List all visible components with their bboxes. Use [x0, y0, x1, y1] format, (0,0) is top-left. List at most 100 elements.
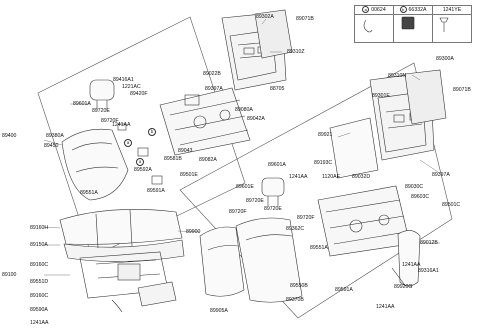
left-assembly-frame	[37, 16, 246, 258]
part-label: 89043	[178, 148, 193, 154]
seatback-panel-right	[404, 69, 447, 125]
part-label: 1241AA	[112, 122, 131, 128]
part-label: 89150A	[30, 242, 48, 248]
legend-tag-b: b	[399, 6, 407, 14]
part-label: 89022B	[203, 71, 221, 77]
part-label: 89397A	[432, 172, 450, 178]
part-label: 89300A	[436, 56, 454, 62]
backrest-cushion-right	[199, 217, 303, 303]
part-label: 89030C	[405, 184, 424, 190]
part-label: 89082A	[199, 157, 217, 163]
part-label: 89080A	[235, 107, 253, 113]
part-label: 89551D	[30, 279, 49, 285]
part-label: 89071B	[453, 87, 471, 93]
part-label: 89601A	[73, 101, 91, 107]
grommet-icon	[401, 16, 415, 30]
part-label: 89720E	[246, 198, 264, 204]
backrest-cushion-left	[61, 128, 129, 201]
legend-code-a: 00624	[371, 7, 386, 13]
part-label: 89551A	[310, 245, 328, 251]
part-label: 89551A	[80, 190, 98, 196]
part-label: 89603C	[411, 194, 430, 200]
part-label: 89310Z	[287, 49, 305, 55]
part-label: 89900	[186, 229, 201, 235]
part-label: 89591A	[147, 188, 165, 194]
part-label: 89920G	[394, 284, 413, 290]
screw-icon	[439, 17, 449, 32]
leader-lines	[43, 18, 440, 276]
part-label: 89160C	[30, 262, 49, 268]
part-label: 89592A	[134, 167, 152, 173]
part-label: 89416A1	[113, 77, 134, 83]
callout-b: b	[148, 128, 156, 136]
part-label: 89316A1	[418, 268, 439, 274]
recliner-mechanism-left	[159, 87, 251, 156]
part-label: 89420F	[130, 91, 148, 97]
part-label: 1221AC	[122, 84, 141, 90]
part-label: 89450	[44, 143, 59, 149]
part-label: 89550B	[290, 283, 308, 289]
part-label: 89012B	[420, 240, 438, 246]
wire-harness	[111, 299, 123, 313]
cushion-frame-left	[79, 251, 169, 299]
part-label: 89370B	[286, 297, 304, 303]
seatback-board-right	[329, 117, 379, 179]
headrest-right	[261, 177, 285, 206]
cover-part	[137, 147, 149, 157]
seat-cushion-left	[59, 209, 185, 262]
clip-icon	[363, 19, 373, 33]
recliner-mechanism-right	[317, 185, 411, 257]
part-label: 89160C	[30, 293, 49, 299]
legend-cell-c: 1241YE	[433, 6, 471, 42]
legend-code-b: 66332A	[408, 7, 427, 13]
part-label: 1241AA	[376, 304, 395, 310]
part-label: 89193C	[314, 160, 333, 166]
part-label: 1120AE	[322, 174, 341, 180]
part-label: 89160H	[30, 225, 49, 231]
part-label: 89720E	[92, 108, 110, 114]
part-label: 89310N	[388, 73, 407, 79]
part-label: 89921	[318, 132, 333, 138]
part-label: 89362C	[286, 226, 305, 232]
part-label: 89591A	[335, 287, 353, 293]
part-label: 88705	[270, 86, 285, 92]
part-label: 89100	[2, 272, 17, 278]
side-armrest-right	[397, 230, 421, 287]
part-label: 89601A	[268, 162, 286, 168]
part-label: 1241AA	[402, 262, 421, 268]
part-label: 89720F	[229, 209, 247, 215]
part-label: 89501C	[442, 202, 461, 208]
callout-a: a	[124, 139, 132, 147]
latch-part	[117, 123, 127, 131]
part-label: 89397A	[205, 86, 223, 92]
callout-a: a	[136, 158, 144, 166]
cover-part	[151, 175, 163, 185]
headrest-left	[89, 79, 115, 110]
part-label: 89380A	[46, 133, 64, 139]
part-label: 89720F	[297, 215, 315, 221]
part-label: 89720F	[101, 118, 119, 124]
part-label: 1241AA	[289, 174, 308, 180]
part-label: 89581B	[164, 156, 182, 162]
part-label: 89032D	[352, 174, 371, 180]
part-label: 89071B	[296, 16, 314, 22]
part-label: 89601E	[236, 184, 254, 190]
legend-header-c: 1241YE	[433, 6, 471, 15]
part-label: 89042A	[247, 116, 265, 122]
part-label: 1241AA	[30, 320, 49, 326]
part-label: 89400	[2, 133, 17, 139]
part-label: 89590A	[30, 307, 48, 313]
seat-heater-module	[137, 281, 177, 307]
part-label: 89302A	[256, 14, 274, 20]
part-label: 89301E	[372, 93, 390, 99]
part-label: 89501E	[180, 172, 198, 178]
seatback-panel-top	[254, 9, 293, 59]
part-label: 89720E	[264, 206, 282, 212]
